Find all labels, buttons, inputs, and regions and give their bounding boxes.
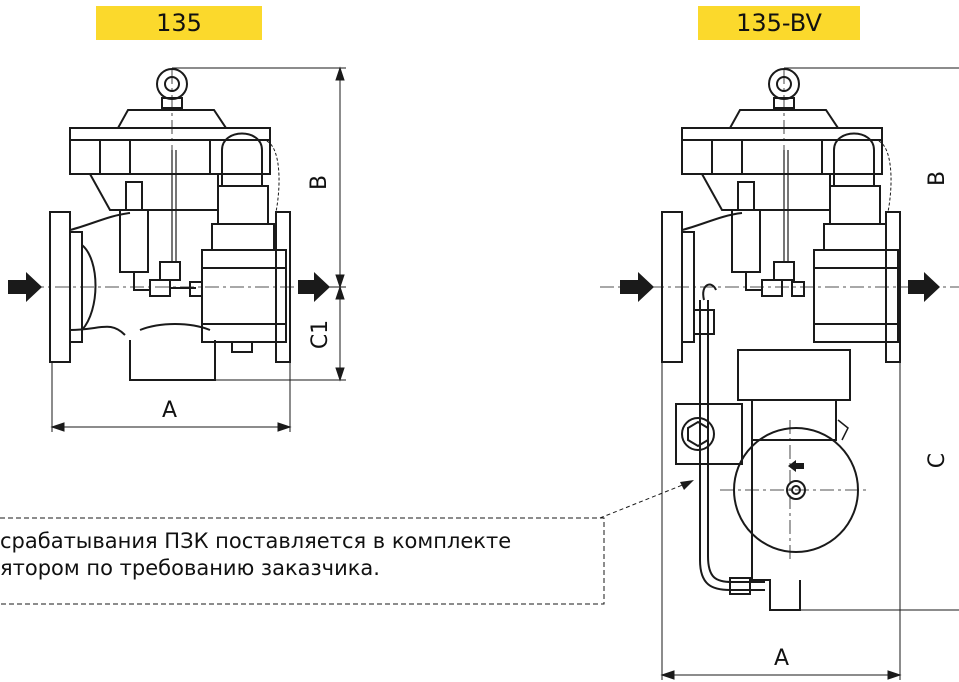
- small-direction-arrow: [788, 460, 804, 472]
- flow-in-arrow-left: [8, 272, 42, 302]
- flow-in-arrow-right: [620, 272, 654, 302]
- dimension-b-right: B: [925, 170, 951, 187]
- note-line-1: срабатывания ПЗК поставляется в комплект…: [0, 529, 512, 553]
- dimension-c-right: C: [925, 452, 951, 469]
- dimension-a-left: A: [162, 398, 178, 423]
- note-leader-arrowhead: [680, 480, 694, 490]
- model-135-tag-background: [96, 6, 262, 40]
- regulator-135bv-drawing: [600, 68, 959, 611]
- dimension-c1-left: C1: [308, 319, 334, 350]
- flow-out-arrow-right: [908, 272, 940, 302]
- regulator-135-drawing: [30, 68, 300, 381]
- dimension-b-left: B: [307, 174, 333, 191]
- dimension-a-right: A: [774, 646, 790, 671]
- note-line-2: ятором по требованию заказчика.: [0, 556, 380, 580]
- model-135-label: 135: [156, 9, 202, 37]
- model-135bv-label: 135-BV: [736, 9, 822, 37]
- note-text: срабатывания ПЗК поставляется в комплект…: [0, 528, 600, 582]
- note-leader: [599, 481, 691, 519]
- dimension-lines-right: [660, 67, 959, 680]
- model-135bv-tag-background: [698, 6, 860, 40]
- dimension-lines-left: [50, 66, 346, 432]
- note-frame: [0, 517, 605, 605]
